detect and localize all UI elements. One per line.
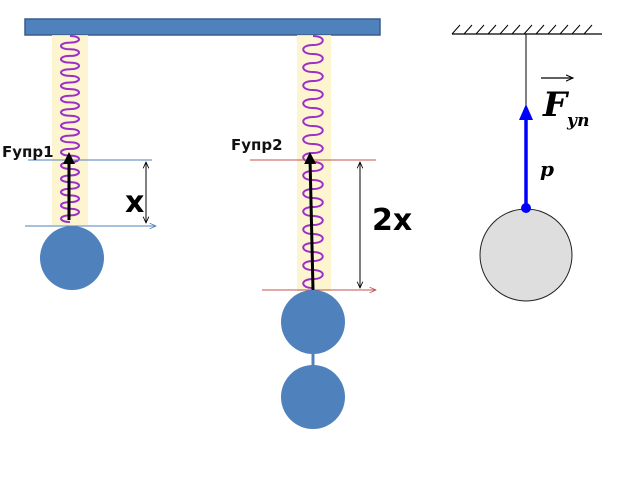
ext2-label: 2x (372, 203, 412, 238)
ext1-label: x (125, 185, 144, 220)
hanging-ball (479, 208, 573, 302)
elastic-force-arrowhead (519, 104, 533, 120)
spring1-coil (60, 35, 80, 223)
force1-label: Fупр1 (2, 143, 54, 161)
ceiling-hatch-icon (451, 24, 593, 35)
attachment-dot (521, 203, 531, 213)
elastic-force-subscript: уп (566, 111, 590, 131)
ball2-upper (281, 290, 345, 354)
ball1 (40, 226, 104, 290)
force2-label: Fупр2 (231, 136, 283, 154)
ball2-lower (281, 365, 345, 429)
weight-label: p (540, 157, 554, 181)
force2-arrow (304, 152, 317, 291)
elastic-force-symbol: F (542, 85, 570, 125)
ceiling-support-bar (24, 18, 381, 36)
